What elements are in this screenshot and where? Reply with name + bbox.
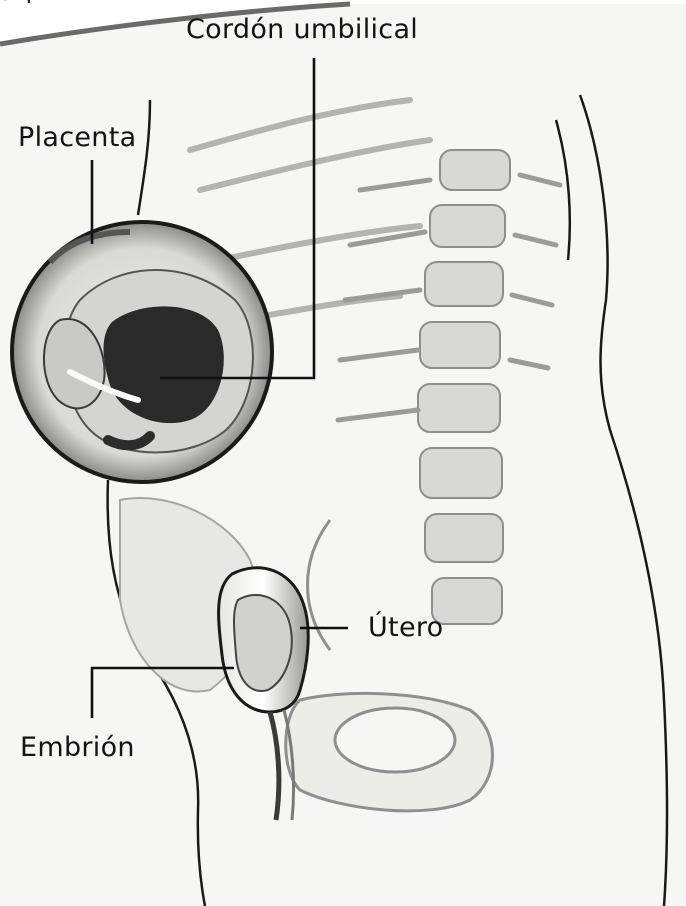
label-placenta: Placenta bbox=[18, 122, 136, 153]
magnified-view bbox=[12, 222, 272, 482]
label-umbilical-cord: Cordón umbilical bbox=[186, 14, 418, 45]
label-embryo: Embrión bbox=[20, 732, 135, 763]
uterus-shape bbox=[219, 568, 309, 820]
label-uterus: Útero bbox=[368, 612, 444, 643]
pelvis bbox=[286, 520, 493, 811]
spine-vertebrae bbox=[418, 150, 510, 624]
